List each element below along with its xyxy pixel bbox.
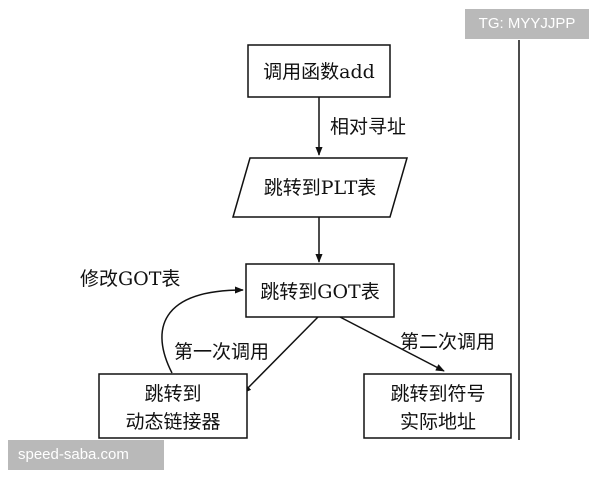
label-relative-addressing: 相对寻址 [330, 116, 406, 138]
node-jump-plt [232, 157, 408, 218]
node-jump-plt-label: 跳转到PLT表 [264, 177, 377, 199]
node-jump-got [245, 263, 395, 318]
label-first-call: 第一次调用 [174, 341, 269, 363]
node-dynamic-linker-line2: 动态链接器 [125, 411, 220, 433]
label-second-call: 第二次调用 [400, 331, 495, 353]
node-real-address-line1: 跳转到符号 [390, 383, 485, 405]
label-modify-got: 修改GOT表 [80, 268, 180, 290]
node-call-add-label: 调用函数add [263, 61, 375, 83]
edge-got-to-linker [242, 316, 319, 394]
node-real-address [363, 373, 512, 439]
node-real-address-line2: 实际地址 [400, 411, 476, 433]
edge-got-to-real-address [339, 316, 445, 372]
node-jump-got-label: 跳转到GOT表 [260, 281, 379, 303]
watermark-top-right: TG: MYYJJPP [465, 9, 589, 39]
watermark-bottom-left: speed-saba.com [8, 440, 164, 470]
node-dynamic-linker [98, 373, 248, 439]
edge-linker-to-got [161, 286, 244, 374]
node-dynamic-linker-line1: 跳转到 [144, 383, 201, 405]
